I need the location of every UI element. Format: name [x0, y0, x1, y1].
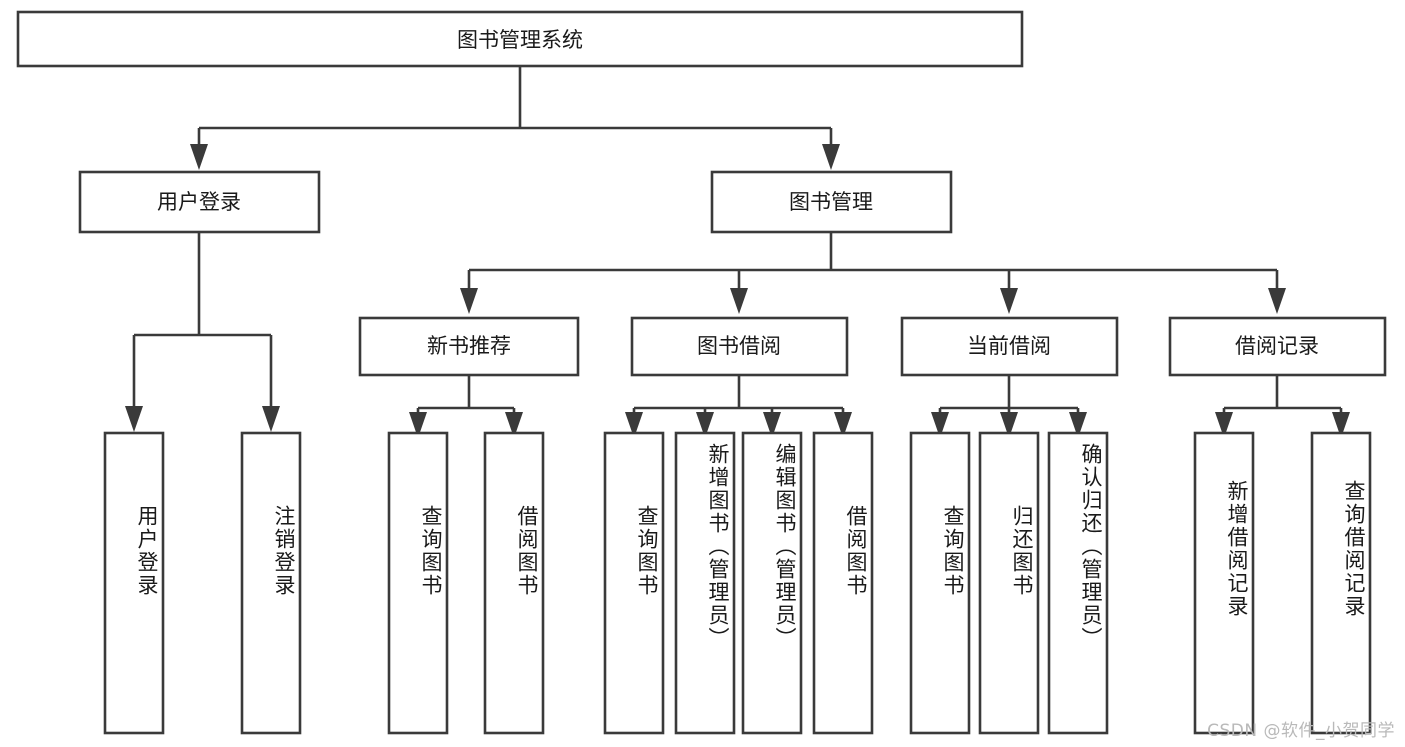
leaf-box-add-book-admin[interactable]: [674, 431, 736, 735]
node-new-book-recommend[interactable]: 新书推荐: [358, 316, 580, 377]
connector-bookmgmt-to-level2: [460, 232, 1286, 314]
connector-newbook-to-leaves: [409, 375, 523, 438]
node-root-label: 图书管理系统: [457, 28, 583, 52]
leaf-box-add-borrow-record[interactable]: [1193, 431, 1255, 735]
node-new-book-recommend-label: 新书推荐: [427, 334, 511, 358]
node-borrow-records-label: 借阅记录: [1235, 334, 1319, 358]
leaf-box-query-books-current[interactable]: [909, 431, 971, 735]
node-book-management-label: 图书管理: [789, 190, 873, 214]
leaf-box-borrow-books[interactable]: [812, 431, 874, 735]
node-borrow-records[interactable]: 借阅记录: [1168, 316, 1387, 377]
node-current-borrow[interactable]: 当前借阅: [900, 316, 1119, 377]
connector-records-to-leaves: [1215, 375, 1350, 438]
node-book-management[interactable]: 图书管理: [710, 170, 953, 234]
leaf-box-logout[interactable]: [240, 431, 302, 735]
leaf-box-query-borrow-record[interactable]: [1310, 431, 1372, 735]
leaf-box-borrow-books-recommend[interactable]: [483, 431, 545, 735]
connector-root-to-level1: [190, 66, 840, 170]
leaf-box-query-books-recommend[interactable]: [387, 431, 449, 735]
node-current-borrow-label: 当前借阅: [967, 334, 1051, 358]
connector-userlogin-to-leaves: [125, 232, 280, 432]
node-root-book-management-system[interactable]: 图书管理系统: [16, 10, 1024, 68]
csdn-watermark: CSDN @软件_小贺同学: [1207, 721, 1395, 741]
connector-borrow-to-leaves: [625, 375, 852, 438]
leaf-box-confirm-return-admin[interactable]: [1047, 431, 1109, 735]
node-user-login[interactable]: 用户登录: [78, 170, 321, 234]
node-book-borrow[interactable]: 图书借阅: [630, 316, 849, 377]
leaf-box-edit-book-admin[interactable]: [741, 431, 803, 735]
node-book-borrow-label: 图书借阅: [697, 334, 781, 358]
leaf-box-query-books-borrow[interactable]: [603, 431, 665, 735]
leaf-box-user-login[interactable]: [103, 431, 165, 735]
leaf-box-return-books[interactable]: [978, 431, 1040, 735]
connector-current-to-leaves: [931, 375, 1087, 438]
node-user-login-label: 用户登录: [157, 190, 241, 214]
